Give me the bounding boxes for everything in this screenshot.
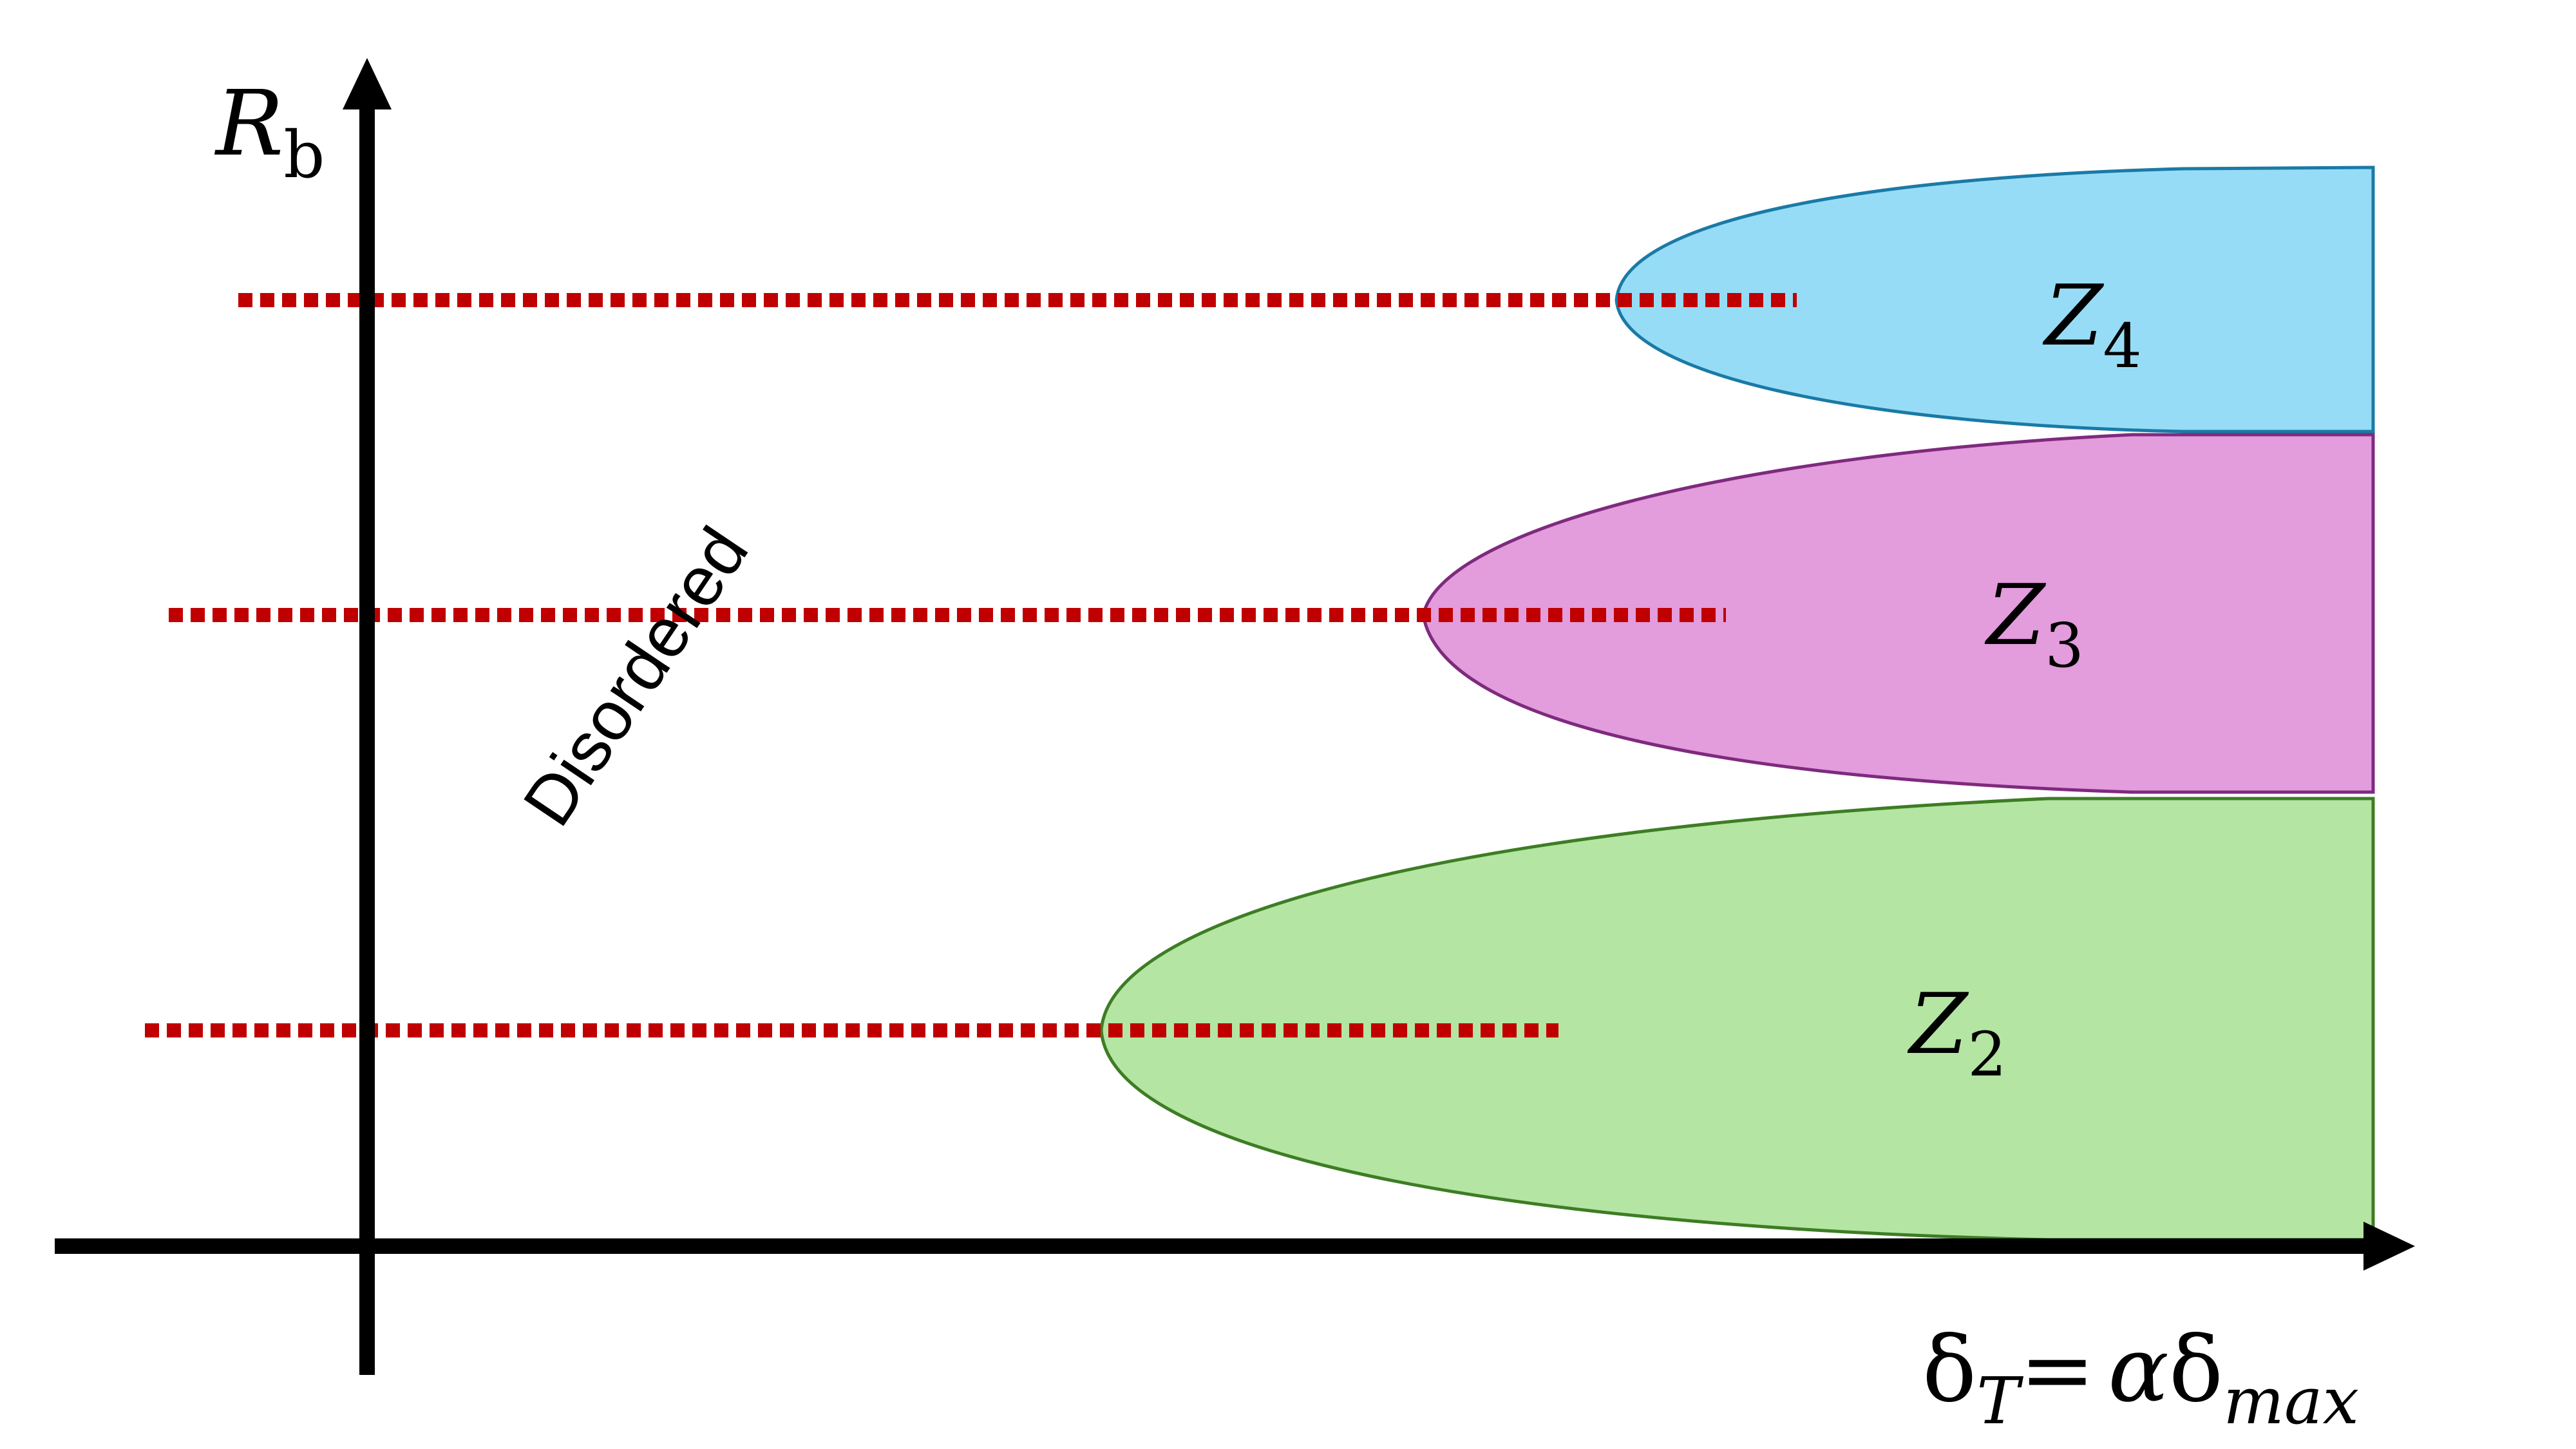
x-label-equals: =: [2020, 1318, 2095, 1423]
x-label-rhs-main: δ: [2169, 1318, 2223, 1423]
region-z2: [1099, 797, 2375, 1242]
y-label-sub: b: [283, 117, 325, 193]
y-axis-arrowhead: [343, 58, 392, 109]
y-axis-label: Rb: [214, 71, 325, 193]
x-axis-label: δT=αδmax: [1922, 1318, 2359, 1439]
dotted-lines: [145, 293, 1797, 1037]
axes: [55, 58, 2415, 1375]
region-label-z4: Z4: [2042, 267, 2142, 382]
region-label-z2: Z2: [1907, 975, 2007, 1090]
region-z3-sub: 3: [2045, 611, 2083, 681]
x-axis-arrowhead: [2363, 1222, 2415, 1271]
x-label-lhs-sub: T: [1976, 1363, 2023, 1439]
region-z4-main: Z: [2042, 267, 2105, 365]
region-z4-sub: 4: [2103, 311, 2141, 382]
region-z4: [1615, 166, 2375, 433]
y-label-main: R: [214, 71, 283, 176]
region-z2-main: Z: [1907, 975, 1969, 1073]
region-label-z3: Z3: [1984, 566, 2084, 681]
x-label-lhs-main: δ: [1922, 1318, 1976, 1423]
region-z3-main: Z: [1984, 566, 2047, 664]
x-label-rhs-sub: max: [2223, 1363, 2359, 1439]
phase-regions: [1099, 166, 2375, 1242]
x-label-rhs-coef: α: [2108, 1318, 2169, 1423]
region-z3: [1421, 433, 2375, 794]
region-z2-sub: 2: [1967, 1019, 2006, 1090]
disordered-label: Disordered: [508, 513, 763, 839]
